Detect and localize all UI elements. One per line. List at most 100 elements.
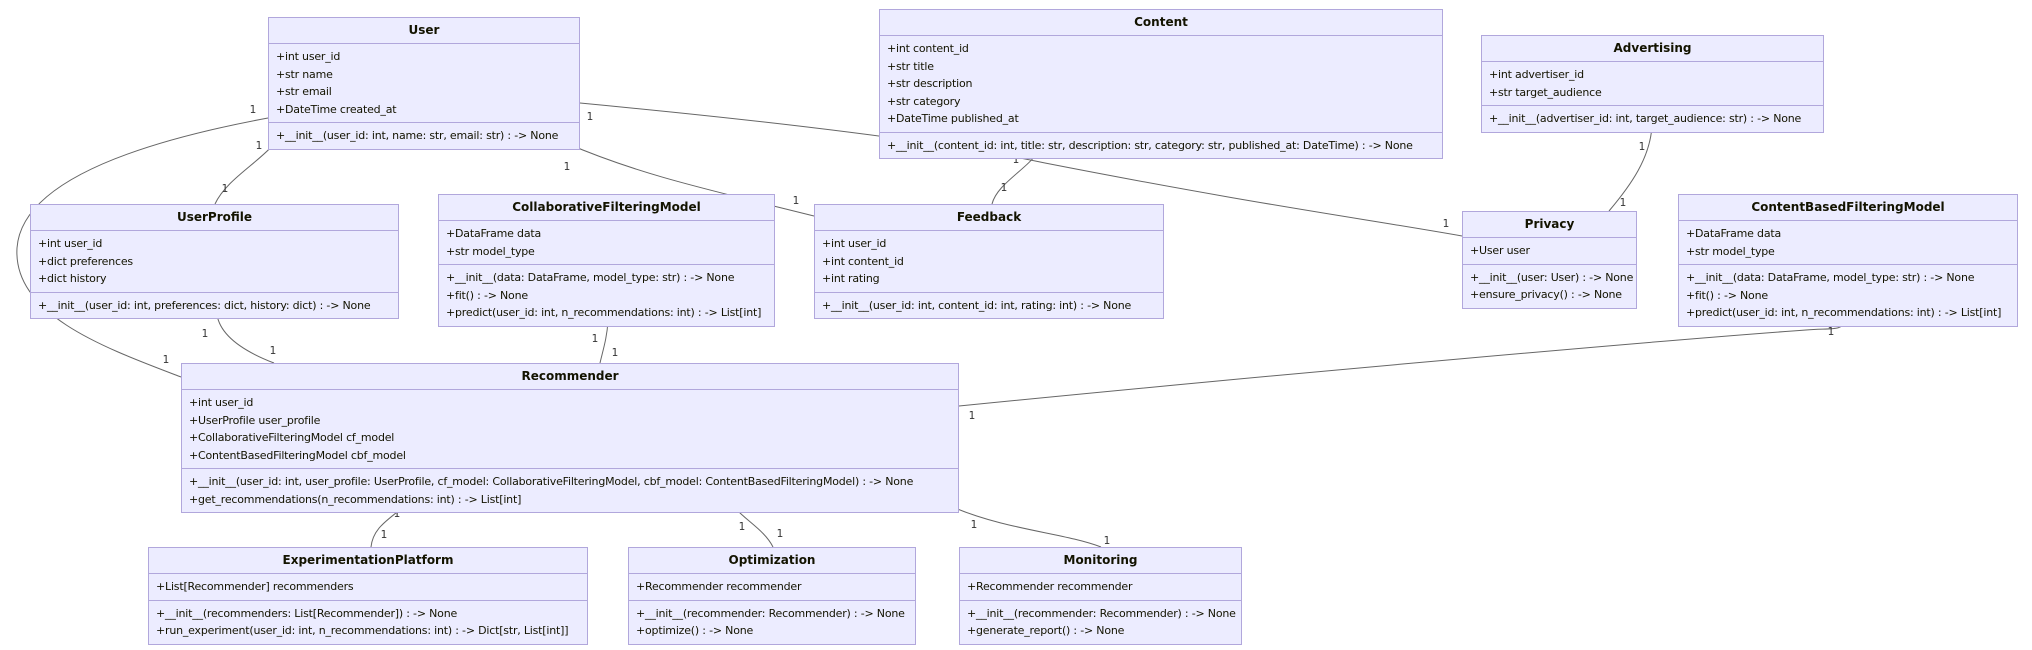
- class-attribute: +CollaborativeFilteringModel cf_model: [189, 431, 395, 444]
- edge-CollaborativeFilteringModel-Recommender: [599, 320, 609, 364]
- class-methods-compartment: +__init__(user: User) : -> None+ensure_p…: [1463, 263, 1636, 308]
- class-title: Optimization: [629, 548, 915, 574]
- multiplicity-label: 1: [1827, 325, 1835, 338]
- class-box-ExperimentationPlatform: ExperimentationPlatform +List[Recommender…: [148, 547, 588, 645]
- edge-Advertising-Privacy: [1608, 125, 1653, 212]
- class-method: +get_recommendations(n_recommendations: …: [189, 492, 522, 506]
- class-attribute: +str model_type: [1686, 244, 1775, 258]
- class-attribute: +str description: [887, 77, 973, 90]
- class-attribute: +int content_id: [887, 42, 969, 55]
- class-attributes-compartment: +List[Recommender] recommenders: [149, 574, 587, 600]
- edge-Recommender-ContentBasedFilteringModel: [958, 320, 1847, 407]
- multiplicity-label: 1: [1103, 534, 1111, 547]
- multiplicity-label: 1: [1000, 181, 1008, 194]
- class-attribute: +int user_id: [189, 396, 254, 409]
- multiplicity-label: 1: [380, 528, 388, 541]
- class-attribute: +str target_audience: [1489, 85, 1602, 99]
- class-box-Privacy: Privacy+User user+__init__(user: User) :…: [1462, 211, 1637, 309]
- class-title: Content: [880, 10, 1442, 36]
- class-attributes-compartment: +DataFrame data +str model_type: [439, 221, 774, 264]
- class-attribute: +str model_type: [446, 244, 535, 258]
- multiplicity-label: 1: [776, 527, 784, 540]
- class-box-Feedback: Feedback+int user_id+int content_id+int …: [814, 204, 1164, 319]
- class-attribute: +str email: [276, 85, 332, 98]
- class-title: UserProfile: [31, 205, 398, 231]
- class-method: +predict(user_id: int, n_recommendations…: [1686, 306, 2002, 319]
- class-attribute: +dict history: [38, 272, 107, 285]
- class-attribute: +int user_id: [276, 50, 341, 63]
- class-methods-compartment: +__init__(recommenders: List[Recommender…: [149, 599, 587, 644]
- class-attributes-compartment: +User user: [1463, 238, 1636, 264]
- multiplicity-label: 1: [1619, 196, 1627, 209]
- class-method: +predict(user_id: int, n_recommendations…: [446, 306, 762, 319]
- multiplicity-label: 1: [970, 518, 978, 531]
- class-attributes-compartment: +int user_id+UserProfile user_profile+Co…: [182, 390, 958, 468]
- class-attribute: +List[Recommender] recommenders: [156, 580, 354, 593]
- class-box-ContentBasedFilteringModel: ContentBasedFilteringModel+DataFrame dat…: [1678, 194, 2018, 327]
- edge-UserProfile-Recommender: [216, 314, 275, 364]
- class-box-User: User+int user_id+str name+str email+Date…: [268, 17, 580, 150]
- class-method: +fit() : -> None: [1686, 288, 1768, 302]
- class-attribute: +int rating: [822, 272, 880, 285]
- multiplicity-label: 1: [255, 139, 263, 152]
- multiplicity-label: 1: [563, 160, 571, 173]
- multiplicity-label: 1: [738, 520, 746, 533]
- class-attribute: +str title: [887, 59, 934, 73]
- class-box-UserProfile: UserProfile+int user_id+dict preferences…: [30, 204, 399, 319]
- class-method: +__init__(user_id: int, user_profile: Us…: [189, 475, 914, 488]
- class-attributes-compartment: +Recommender recommender: [629, 574, 915, 600]
- class-box-Recommender: Recommender+int user_id+UserProfile user…: [181, 363, 959, 513]
- class-attribute: +int content_id: [822, 254, 904, 268]
- multiplicity-label: 1: [968, 409, 976, 422]
- class-methods-compartment: +__init__(user_id: int, content_id: int,…: [815, 291, 1163, 319]
- edge-User-Recommender: [16, 117, 269, 378]
- class-method: +fit() : -> None: [446, 288, 528, 302]
- class-attribute: +Recommender recommender: [636, 580, 802, 593]
- class-title: Monitoring: [960, 548, 1241, 574]
- class-attribute: +str category: [887, 94, 961, 108]
- class-method: +generate_report() : -> None: [967, 624, 1125, 637]
- multiplicity-label: 1: [611, 346, 619, 359]
- class-methods-compartment: +__init__(user_id: int, name: str, email…: [269, 122, 579, 149]
- multiplicity-label: 1: [1638, 140, 1646, 153]
- class-method: +__init__(content_id: int, title: str, d…: [887, 138, 1413, 152]
- multiplicity-label: 1: [1442, 217, 1450, 230]
- class-attribute: +DataFrame data: [1686, 227, 1782, 240]
- class-box-CollaborativeFilteringModel: CollaborativeFilteringModel+DataFrame da…: [438, 194, 775, 327]
- class-method: +__init__(user_id: int, content_id: int,…: [822, 298, 1132, 312]
- class-methods-compartment: +__init__(data: DataFrame, model_type: s…: [1679, 264, 2017, 326]
- class-title: User: [269, 18, 579, 44]
- class-attributes-compartment: +int content_id +str title +str descriptio…: [880, 36, 1442, 132]
- edge-User-Feedback: [565, 142, 815, 217]
- class-attribute: +Recommender recommender: [967, 580, 1133, 593]
- class-attribute: +DataFrame data: [446, 227, 542, 240]
- multiplicity-label: 1: [586, 110, 594, 123]
- class-method: +__init__(advertiser_id: int, target_aud…: [1489, 112, 1802, 125]
- multiplicity-label: 1: [1012, 153, 1020, 166]
- class-method: +ensure_privacy() : -> None: [1470, 288, 1622, 301]
- class-title: Feedback: [815, 205, 1163, 231]
- class-methods-compartment: +__init__(recommender: Recommender) : ->…: [960, 599, 1241, 644]
- class-attributes-compartment: +int user_id+str name+str email+DateTime…: [269, 44, 579, 122]
- class-attribute: +ContentBasedFilteringModel cbf_model: [189, 448, 406, 462]
- class-box-Advertising: Advertising+int advertiser_id+str target…: [1481, 35, 1824, 133]
- class-title: CollaborativeFilteringModel: [439, 195, 774, 221]
- multiplicity-label: 1: [221, 182, 229, 195]
- class-method: +run_experiment(user_id: int, n_recommen…: [156, 624, 569, 637]
- class-method: +__init__(data: DataFrame, model_type: s…: [446, 271, 735, 284]
- class-method: +optimize() : -> None: [636, 624, 754, 637]
- class-title: Recommender: [182, 364, 958, 390]
- class-method: +__init__(recommender: Recommender) : ->…: [636, 606, 905, 620]
- class-attribute: +DateTime published_at: [887, 112, 1019, 125]
- class-attribute: +dict preferences: [38, 254, 133, 268]
- multiplicity-label: 1: [269, 344, 277, 357]
- multiplicity-label: 1: [591, 332, 599, 345]
- class-methods-compartment: +__init__(content_id: int, title: str, d…: [880, 131, 1442, 159]
- class-methods-compartment: +__init__(advertiser_id: int, target_aud…: [1482, 105, 1823, 132]
- class-methods-compartment: +__init__(user_id: int, user_profile: Us…: [182, 468, 958, 512]
- class-attributes-compartment: +DataFrame data +str model_type: [1679, 221, 2017, 264]
- class-title: ExperimentationPlatform: [149, 548, 587, 574]
- class-method: +__init__(user_id: int, name: str, email…: [276, 129, 559, 142]
- class-title: ContentBasedFilteringModel: [1679, 195, 2017, 221]
